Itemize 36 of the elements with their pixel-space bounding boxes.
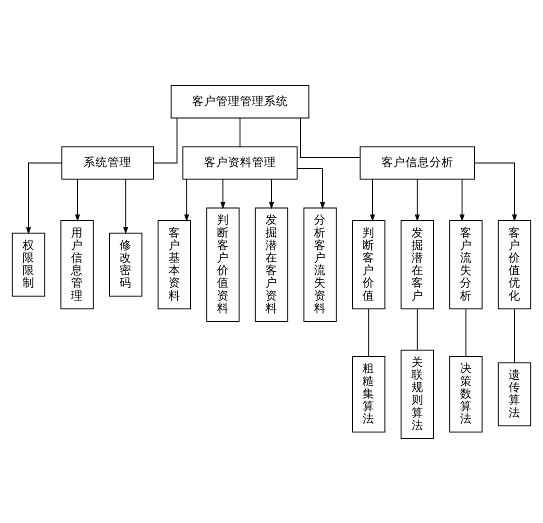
node-box: 客户资料管理	[182, 146, 298, 180]
node-box: 用户信息管理	[60, 220, 94, 309]
arrow	[220, 178, 226, 209]
arrow	[26, 162, 62, 234]
connector	[368, 308, 370, 356]
connector	[300, 117, 360, 158]
connector	[416, 308, 418, 350]
node-box: 判断客户价值资料	[206, 207, 240, 322]
arrow	[123, 178, 128, 234]
node-box: 发掘潜在客户	[400, 220, 434, 309]
node-box: 发掘潜在客户资料	[254, 207, 288, 322]
arrow	[296, 167, 326, 209]
arrow	[460, 178, 465, 222]
node-box: 关联规则算法	[400, 349, 434, 438]
node-box: 权限限制	[12, 232, 46, 296]
node-box: 遗传算法	[498, 362, 532, 426]
arrow	[75, 178, 80, 222]
arrow	[370, 178, 376, 222]
connector	[465, 308, 466, 356]
connector	[153, 117, 178, 163]
arrow	[268, 178, 274, 209]
node-box: 判断客户价值	[352, 220, 386, 309]
node-box: 客户流失分析	[449, 220, 483, 309]
node-box: 客户管理管理系统	[170, 84, 310, 118]
node-box: 客户基本资料	[158, 220, 191, 309]
node-box: 粗糙集算法	[352, 356, 386, 432]
node-box: 系统管理	[61, 146, 154, 180]
node-box: 分析客户流失资料	[303, 207, 337, 322]
connector	[514, 308, 515, 362]
node-box: 修改密码	[109, 232, 142, 296]
node-box: 客户信息分析	[360, 146, 475, 180]
arrow	[414, 178, 420, 222]
node-box: 决策数算法	[449, 356, 483, 432]
arrow	[474, 162, 518, 222]
node-box: 客户价值优化	[498, 220, 532, 309]
arrow	[184, 178, 190, 222]
